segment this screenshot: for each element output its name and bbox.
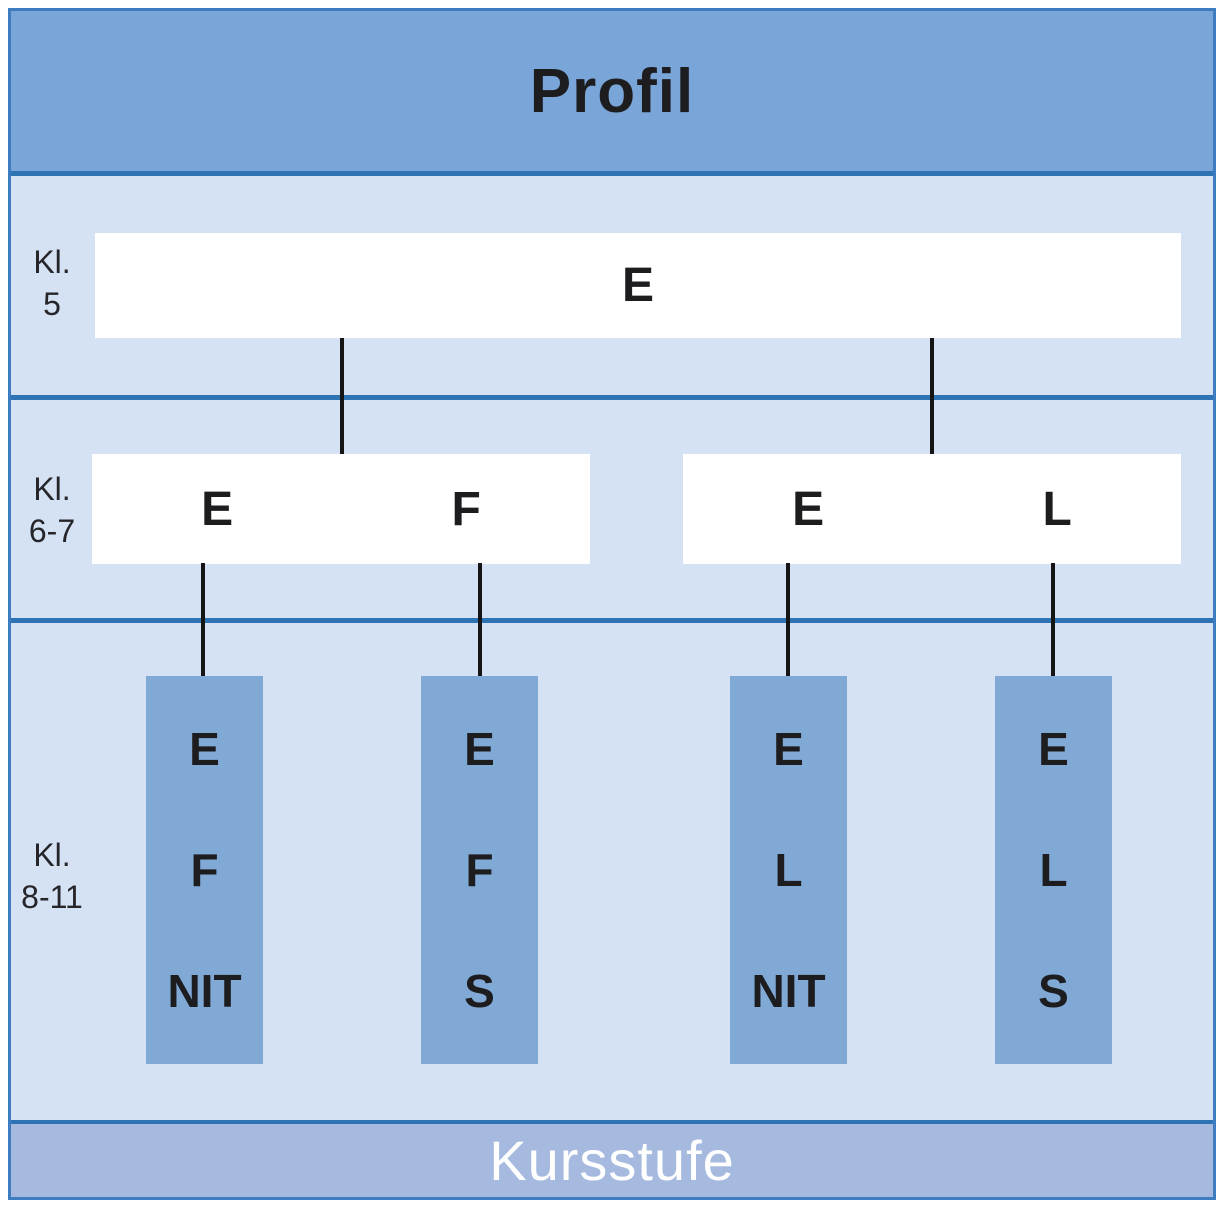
row-label-line1: Kl. — [33, 244, 71, 280]
row-label-line1: Kl. — [33, 471, 71, 507]
subject-letter: NIT — [167, 965, 242, 1018]
connector-line — [478, 563, 482, 677]
row-label-kl-5: Kl. 5 — [11, 241, 93, 325]
subject-letter: L — [774, 843, 803, 896]
section-divider-2 — [11, 618, 1213, 623]
subject-letter: E — [792, 482, 825, 536]
connector-line — [201, 563, 205, 677]
subject-letter: L — [1039, 843, 1068, 896]
subject-letter: E — [464, 722, 495, 775]
row-label-line2: 6-7 — [28, 513, 76, 549]
footer-title: Kursstufe — [489, 1129, 735, 1192]
subject-letter: S — [1038, 965, 1069, 1018]
row-label-line1: Kl. — [33, 837, 71, 873]
subject-letter: E — [201, 482, 234, 536]
row-label-line2: 5 — [43, 286, 61, 322]
subject-letter: E — [1038, 722, 1069, 775]
kursstufe-footer-band: Kursstufe — [11, 1120, 1213, 1197]
row-label-line2: 8-11 — [21, 879, 83, 915]
profil-header-band: Profil — [11, 11, 1213, 176]
subject-letter: F — [451, 482, 481, 536]
subject-letter: S — [464, 965, 495, 1018]
level3-column-1: E F NIT — [146, 676, 263, 1064]
subject-letter: F — [190, 843, 219, 896]
level1-box-kl5: E — [95, 233, 1181, 338]
subject-letter: E — [773, 722, 804, 775]
level2-box-left: E F — [92, 454, 590, 564]
connector-line — [1051, 563, 1055, 677]
subject-letter: NIT — [751, 965, 826, 1018]
subject-letter: F — [465, 843, 494, 896]
connector-line — [930, 338, 934, 455]
level3-column-4: E L S — [995, 676, 1112, 1064]
subject-letter: E — [621, 259, 654, 312]
subject-letter: E — [189, 722, 220, 775]
level2-box-right: E L — [683, 454, 1181, 564]
connector-line — [340, 338, 344, 455]
row-label-kl-8-11: Kl. 8-11 — [11, 834, 93, 918]
level3-column-2: E F S — [421, 676, 538, 1064]
row-label-kl-6-7: Kl. 6-7 — [11, 468, 93, 552]
diagram-title: Profil — [529, 56, 695, 126]
level3-column-3: E L NIT — [730, 676, 847, 1064]
subject-letter: L — [1042, 482, 1072, 536]
section-divider-1 — [11, 395, 1213, 400]
connector-line — [786, 563, 790, 677]
